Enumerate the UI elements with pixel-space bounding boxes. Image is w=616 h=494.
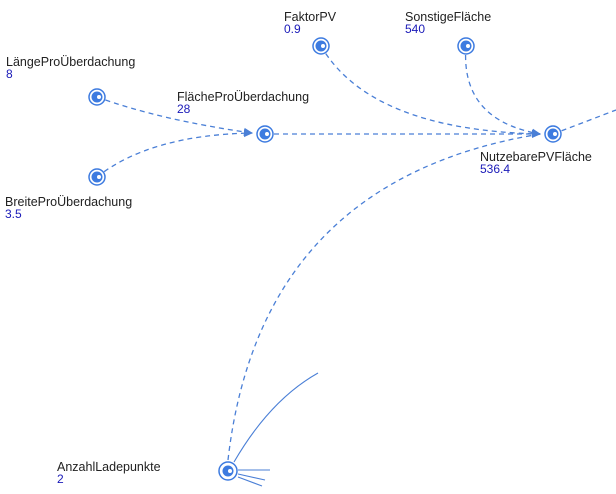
- anzahl-value: 2: [57, 472, 64, 486]
- edge-anzahl-tick-3: [237, 476, 263, 487]
- faktor-label: FaktorPV: [284, 10, 337, 24]
- flaeche-value: 28: [177, 102, 191, 116]
- edge-faktor-nutzbar: [320, 45, 541, 138]
- laenge-value: 8: [6, 67, 13, 81]
- sonstig-value: 540: [405, 22, 426, 36]
- breite-label: BreiteProÜberdachung: [5, 195, 133, 209]
- edge-anzahl-tick-2: [237, 473, 266, 481]
- sonstig-label: SonstigeFläche: [405, 10, 492, 24]
- edge-laenge-flaeche: [96, 96, 253, 136]
- node-laenge[interactable]: [88, 88, 106, 106]
- nutzbar-label: NutzebarePVFläche: [480, 150, 592, 164]
- node-sonstig[interactable]: [457, 37, 475, 55]
- edge-anzahl-curve: [233, 372, 319, 463]
- faktor-value: 0.9: [284, 22, 301, 36]
- node-nutzbar[interactable]: [544, 125, 562, 143]
- node-flaeche[interactable]: [256, 125, 274, 143]
- node-faktor[interactable]: [312, 37, 330, 55]
- flaeche-label: FlächeProÜberdachung: [177, 90, 310, 104]
- edge-nutzbar-offscreen: [552, 109, 616, 135]
- edge-nutzbar-anzahl: [227, 133, 541, 461]
- nutzbar-value: 536.4: [480, 162, 511, 176]
- edge-breite-flaeche: [96, 129, 253, 178]
- anzahl-label: AnzahlLadepunkte: [57, 460, 161, 474]
- laenge-label: LängeProÜberdachung: [6, 55, 136, 69]
- node-breite[interactable]: [88, 168, 106, 186]
- breite-value: 3.5: [5, 207, 22, 221]
- node-anzahl[interactable]: [218, 461, 238, 481]
- edge-sonstig-nutzbar: [464, 45, 541, 137]
